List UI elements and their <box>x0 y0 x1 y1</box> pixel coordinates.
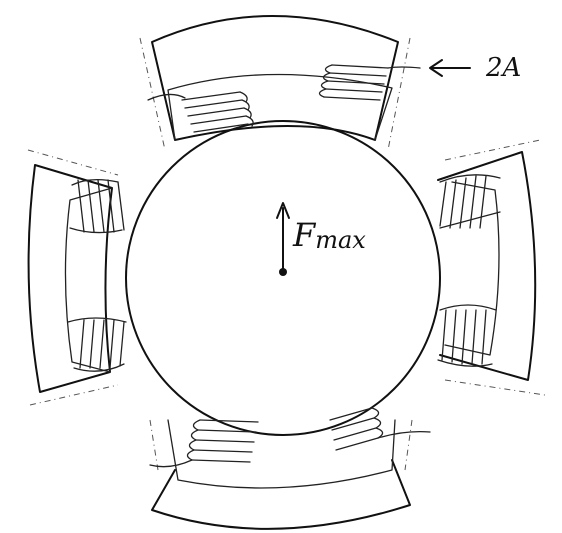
top-right-coil <box>318 64 421 101</box>
rotor <box>125 120 441 436</box>
top-left-coil <box>147 91 254 133</box>
left-stator-pole <box>27 149 119 406</box>
right-lower-coil <box>437 304 497 367</box>
force-vector: Fmax <box>276 202 366 276</box>
current-label: 2A <box>485 53 521 83</box>
bottom-left-coil <box>149 419 259 468</box>
force-origin-dot <box>279 268 287 276</box>
force-subscript: max <box>315 226 366 254</box>
left-upper-coil <box>69 178 125 234</box>
force-symbol: F <box>292 216 317 254</box>
bottom-right-coil <box>329 407 431 451</box>
current-annotation: 2A <box>429 53 521 83</box>
force-label: Fmax <box>292 216 366 254</box>
right-upper-coil <box>439 174 501 229</box>
left-lower-coil <box>67 317 127 372</box>
right-stator-pole <box>437 139 546 396</box>
bottom-stator-pole <box>149 419 413 530</box>
